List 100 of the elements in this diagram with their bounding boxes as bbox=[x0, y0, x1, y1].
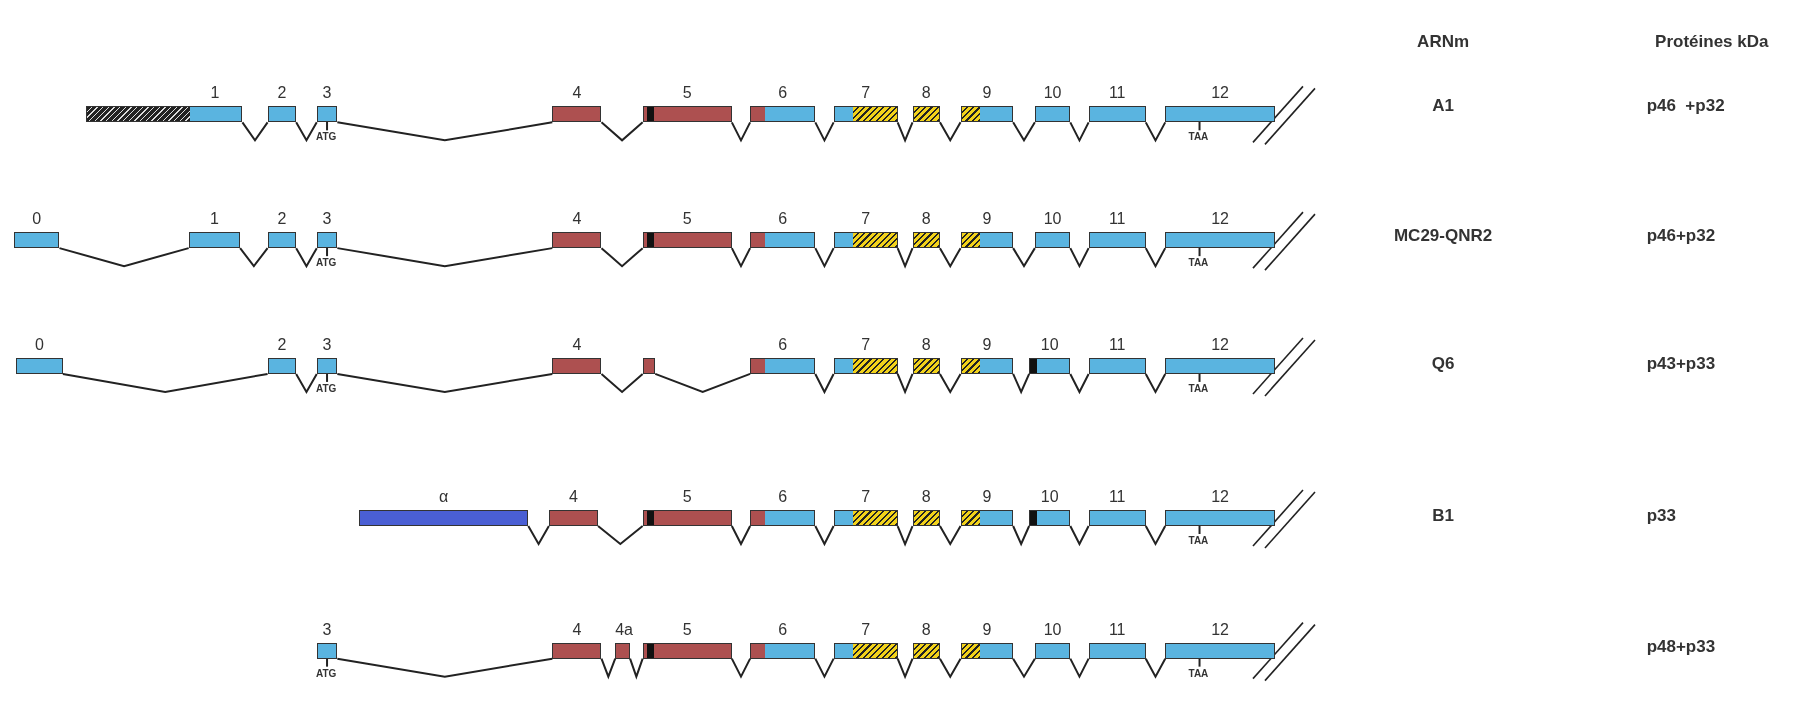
intron-line bbox=[1069, 525, 1090, 547]
exon-number: 7 bbox=[860, 620, 872, 639]
exon-number: 3 bbox=[321, 84, 333, 103]
intron-line bbox=[814, 657, 835, 679]
exon-number: 5 bbox=[681, 210, 693, 229]
exon-number: 0 bbox=[31, 210, 43, 229]
intron-line bbox=[527, 525, 550, 547]
intron-line bbox=[1012, 525, 1031, 547]
exon-number: 6 bbox=[777, 210, 789, 229]
intron-line bbox=[295, 247, 318, 269]
exon-number: 12 bbox=[1210, 84, 1230, 103]
intron-line bbox=[654, 372, 752, 393]
intron-line bbox=[1069, 121, 1090, 143]
intron-line bbox=[814, 247, 835, 269]
intron-line bbox=[938, 525, 962, 547]
intron-line bbox=[1144, 372, 1167, 395]
intron-line bbox=[730, 247, 752, 269]
intron-line bbox=[1069, 372, 1090, 395]
intron-line bbox=[600, 372, 644, 394]
codon-label: TAA bbox=[1188, 257, 1209, 269]
intron-line bbox=[896, 247, 914, 269]
codon-label: ATG bbox=[316, 667, 337, 679]
intron-line bbox=[336, 372, 554, 393]
exon-number: 9 bbox=[981, 210, 993, 229]
exon-number: 9 bbox=[981, 488, 993, 506]
intron-line bbox=[896, 525, 914, 547]
intron-line bbox=[814, 372, 835, 395]
intron-line bbox=[239, 247, 269, 268]
exon-number: 4a bbox=[615, 620, 631, 639]
protein-size: p46 +p32 bbox=[1646, 96, 1725, 117]
exon-number: 8 bbox=[920, 84, 932, 103]
exon-number: 3 bbox=[321, 620, 333, 639]
exon-number: 3 bbox=[321, 210, 333, 229]
exon-number: 11 bbox=[1107, 335, 1127, 354]
exon-number: 12 bbox=[1210, 335, 1230, 354]
intron-line bbox=[1012, 121, 1036, 143]
intron-line bbox=[896, 121, 914, 143]
codon-label: ATG bbox=[316, 131, 337, 143]
intron-line bbox=[896, 657, 914, 680]
intron-line bbox=[1012, 657, 1036, 679]
exon-number: 7 bbox=[860, 84, 872, 103]
exon-number: 4 bbox=[571, 84, 583, 103]
exon-number: 2 bbox=[276, 335, 288, 354]
exon-number: 10 bbox=[1039, 488, 1060, 506]
exon-number: 2 bbox=[276, 84, 288, 103]
intron-line bbox=[295, 372, 318, 394]
exon-number: α bbox=[438, 488, 450, 506]
exon-number: 11 bbox=[1107, 84, 1127, 103]
protein-size: p46+p32 bbox=[1646, 225, 1716, 246]
intron-line bbox=[336, 121, 554, 142]
exon-number: 12 bbox=[1210, 488, 1230, 506]
exon-number: 6 bbox=[777, 488, 789, 506]
exon-number: 1 bbox=[208, 210, 220, 229]
column-heading: ARNm bbox=[1417, 32, 1470, 53]
protein-size: p43+p33 bbox=[1646, 353, 1716, 374]
codon-label: TAA bbox=[1188, 535, 1209, 546]
exon-number: 6 bbox=[777, 620, 789, 639]
mrna-name: MC29-QNR2 bbox=[1393, 225, 1493, 246]
exon-number: 5 bbox=[681, 488, 693, 506]
exon-number: 5 bbox=[681, 84, 693, 103]
intron-line bbox=[730, 525, 752, 547]
intron-line bbox=[597, 525, 644, 546]
exon-number: 10 bbox=[1042, 210, 1063, 229]
exon-number: 8 bbox=[920, 620, 932, 639]
codon-label: TAA bbox=[1188, 667, 1209, 679]
exon-number: 10 bbox=[1042, 620, 1063, 639]
protein-size: p48+p33 bbox=[1646, 637, 1716, 658]
intron-line bbox=[938, 247, 962, 269]
intron-line bbox=[1069, 247, 1090, 269]
intron-line bbox=[730, 121, 752, 143]
intron-line bbox=[938, 121, 962, 143]
exon-number: 5 bbox=[681, 620, 693, 639]
exon-number: 8 bbox=[920, 488, 932, 506]
exon-number: 6 bbox=[777, 335, 789, 354]
exon-number: 12 bbox=[1210, 210, 1230, 229]
intron-line bbox=[58, 247, 190, 268]
exon-number: 4 bbox=[571, 620, 583, 639]
exon-number: 1 bbox=[209, 84, 221, 103]
intron-line bbox=[1144, 657, 1167, 679]
intron-line bbox=[629, 657, 644, 680]
intron-line bbox=[938, 372, 962, 394]
intron-line bbox=[61, 372, 269, 393]
column-heading: Protéines kDa bbox=[1655, 32, 1769, 53]
intron-line bbox=[730, 657, 752, 679]
exon-number: 11 bbox=[1107, 210, 1127, 229]
intron-line bbox=[814, 121, 835, 143]
intron-line bbox=[1144, 525, 1167, 547]
exon-number: 4 bbox=[568, 488, 579, 506]
exon-number: 8 bbox=[920, 335, 932, 354]
exon-number: 11 bbox=[1107, 620, 1127, 639]
exon-number: 10 bbox=[1042, 84, 1063, 103]
protein-size: p33 bbox=[1646, 505, 1676, 526]
exon-number: 2 bbox=[276, 210, 288, 229]
exon-number: 0 bbox=[34, 335, 45, 354]
intron-line bbox=[600, 121, 644, 142]
exon-number: 7 bbox=[860, 488, 872, 506]
intron-line bbox=[241, 121, 269, 143]
exon-number: 6 bbox=[777, 84, 789, 103]
intron-line bbox=[1012, 372, 1031, 395]
exon-number: 9 bbox=[981, 335, 993, 354]
